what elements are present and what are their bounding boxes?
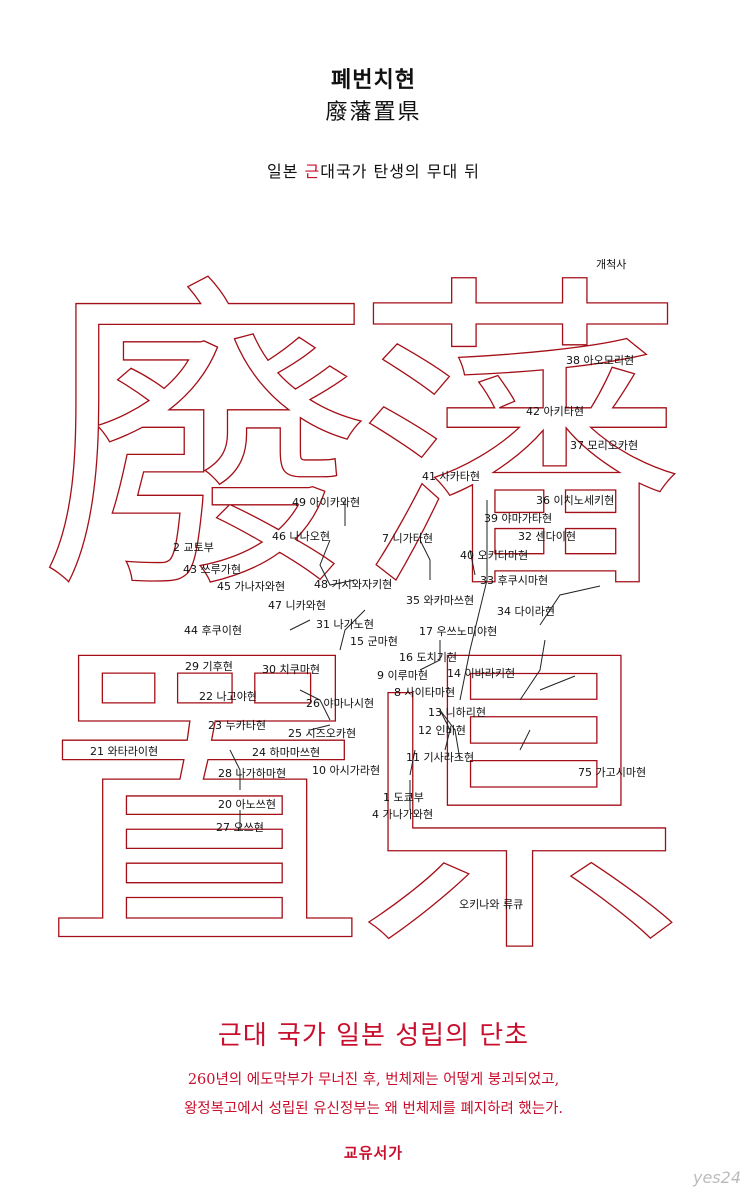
label-yamanashi: 26 야마나시현 [306,697,375,710]
label-niihari: 13 니하리현 [428,706,486,719]
label-utsunomiya: 17 우쓰노미야현 [419,625,498,638]
label-nanao: 46 나나오현 [272,530,330,543]
label-saitama: 8 사이타마현 [394,686,456,699]
label-okinawa: 오키나와 류큐 [459,898,524,911]
label-fukui: 44 후쿠이현 [184,624,242,637]
label-tochigi: 16 도치기현 [399,651,457,664]
label-niikawa: 47 니카와현 [268,599,326,612]
label-nagano: 31 나가노현 [316,618,374,631]
label-kashiwazaki: 48 가시와자키현 [314,578,393,591]
label-iruma: 9 이루마현 [377,669,428,682]
label-okitama: 40 오키타마현 [460,549,529,562]
label-kanagawa: 4 가나가와현 [372,808,434,821]
label-ashigara: 10 아시가라현 [312,764,381,777]
label-taira: 34 다이라현 [497,605,555,618]
map-connectors [229,500,601,830]
label-sakata: 41 사카타현 [422,470,480,483]
label-shizuoka: 25 시즈오카현 [288,727,357,740]
label-kyoto: 2 교토부 [173,541,214,554]
label-akita: 42 아키타현 [526,405,584,418]
subtitle: 일본 근대국가 탄생의 무대 뒤 [0,158,747,182]
label-kagoshima: 75 가고시마현 [578,766,647,779]
label-morioka: 37 모리오카현 [570,439,639,452]
label-kisarazu: 11 기사라즈현 [406,751,475,764]
label-sendai: 32 센다이현 [518,530,576,543]
label-nukata: 23 누카타현 [208,719,266,732]
subtitle-part1: 일본 [266,162,305,181]
label-aikawa: 49 아이카와현 [292,496,361,509]
label-watarai: 21 와타라이현 [90,745,159,758]
label-yamagata: 39 야마가타현 [484,512,553,525]
label-niigata: 7 니가타현 [382,532,433,545]
label-gunma: 15 군마현 [350,635,398,648]
headline: 근대 국가 일본 성립의 단초 [217,1021,530,1051]
label-wakamatsu: 35 와카마쓰현 [406,594,475,607]
label-aomori: 38 아오모리현 [566,354,635,367]
big-title-glyphs: 廢 藩 置 県 [39,248,685,970]
subtitle-accent: 근 [304,162,321,181]
label-hamamatsu: 24 하마마쓰현 [252,746,321,759]
title-korean: 폐번치현 [331,68,416,93]
label-tsuruga: 43 쓰루가현 [183,563,241,576]
subtitle-part2: 대국가 탄생의 무대 뒤 [320,162,480,181]
label-nagahama: 28 나가하마현 [218,767,287,780]
label-chikuma: 30 치쿠마현 [262,663,320,676]
title-hanja: 廢藩置県 [325,100,422,125]
label-tokyo: 1 도쿄부 [383,791,424,804]
description-line-2: 왕정복고에서 성립된 유신정부는 왜 번체제를 폐지하려 했는가. [183,1101,564,1117]
label-ibaraki: 14 이바라키현 [447,667,516,680]
glyph-hai: 廢 [40,249,370,633]
label-otsu: 27 오쓰현 [216,821,264,834]
publisher-logo: 교유서가 [343,1144,404,1162]
label-gifu: 29 기후현 [185,660,233,673]
label-ichinoseki: 36 이치노세키현 [536,494,615,507]
description-line-1: 260년의 에도막부가 무너진 후, 번체제는 어떻게 붕괴되었고, [187,1072,560,1088]
label-fukushima: 33 후쿠시마현 [480,574,549,587]
label-kaitakushi: 개척사 [596,258,627,271]
label-nagoya: 22 나고야현 [199,690,257,703]
label-inba: 12 인바현 [418,724,466,737]
glyph-han: 藩 [355,249,685,633]
watermark: yes24 [692,1168,741,1187]
label-kanazawa: 45 가나자와현 [217,580,286,593]
label-anotsu: 20 아노쓰현 [218,798,276,811]
glyph-chi: 置 [40,614,370,970]
